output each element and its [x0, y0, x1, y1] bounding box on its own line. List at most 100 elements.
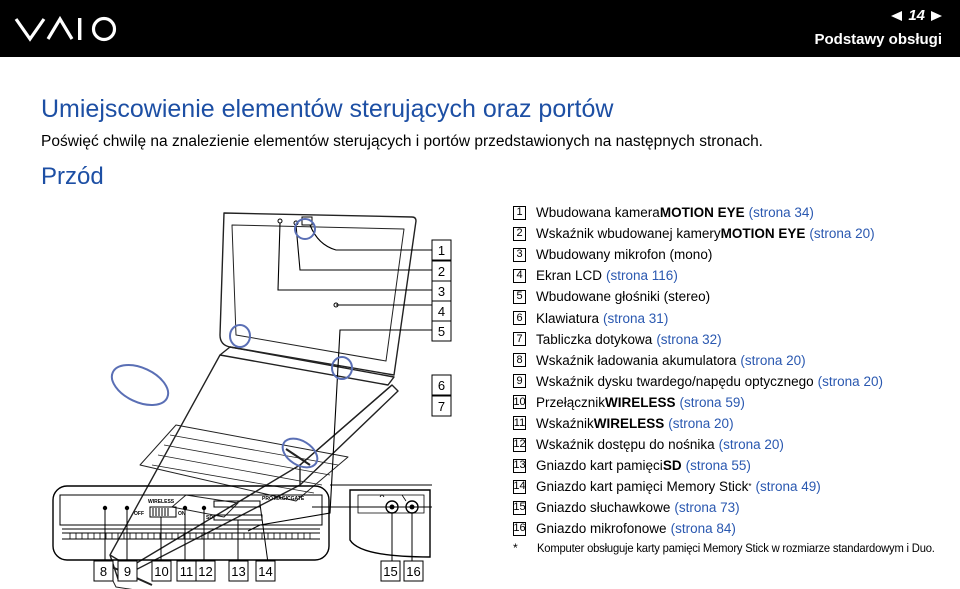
svg-text:8: 8 — [100, 564, 107, 579]
legend-page-link[interactable]: (strona 20) — [740, 352, 806, 368]
legend-page-link[interactable]: (strona 59) — [679, 394, 745, 410]
svg-text:9: 9 — [124, 564, 131, 579]
callout-13: 13 — [228, 560, 249, 582]
legend-page-link[interactable]: (strona 73) — [674, 500, 740, 516]
legend-page-link[interactable]: (strona 20) — [809, 226, 875, 242]
legend-page-link[interactable]: (strona 20) — [817, 373, 883, 389]
callout-4: 4 — [431, 300, 452, 322]
callout-11: 11 — [176, 560, 197, 582]
section-title: Podstawy obsługi — [814, 31, 942, 48]
svg-text:7: 7 — [438, 399, 445, 414]
legend-page-link[interactable]: (strona 32) — [656, 331, 722, 347]
legend-number-box: 1 — [513, 205, 526, 220]
legend-number-box: 12 — [513, 437, 526, 452]
legend-item: 6 Klawiatura(strona 31) — [513, 307, 953, 328]
legend-number-box: 4 — [513, 268, 526, 283]
legend-item: 8 Wskaźnik ładowania akumulatora(strona 2… — [513, 350, 953, 371]
svg-text:SD: SD — [206, 515, 213, 521]
legend-page-link[interactable]: (strona 84) — [670, 521, 736, 537]
laptop-lid — [219, 212, 417, 376]
legend-bold-text: MOTION EYE — [659, 205, 745, 221]
legend-item: 7 Tabliczka dotykowa(strona 32) — [513, 329, 953, 350]
legend-number-box: 15 — [513, 500, 526, 515]
intro-text: Poświęć chwilę na znalezienie elementów … — [41, 133, 763, 150]
svg-text:12: 12 — [198, 564, 212, 579]
legend-number-box: 8 — [513, 353, 526, 368]
legend-text: Gniazdo kart pamięci — [536, 458, 663, 474]
callout-6: 6 — [431, 374, 452, 396]
svg-text:OFF: OFF — [134, 511, 144, 517]
previous-page-icon[interactable] — [891, 10, 903, 21]
legend-text: Wskaźnik ładowania akumulatora — [536, 352, 737, 368]
legend-number-box: 6 — [513, 311, 526, 326]
legend-number-box: 3 — [513, 247, 526, 262]
vaio-logo — [14, 15, 117, 42]
lcd-screen — [231, 224, 405, 362]
legend-text: Tabliczka dotykowa — [536, 331, 653, 347]
legend-number-box: 10 — [513, 395, 526, 410]
legend-number-box: 11 — [513, 416, 526, 431]
svg-text:WIRELESS: WIRELESS — [148, 499, 175, 505]
legend-page-link[interactable]: (strona 49) — [755, 479, 821, 495]
callout-3: 3 — [431, 280, 452, 302]
svg-text:2: 2 — [438, 264, 445, 279]
legend-text: Gniazdo kart pamięci Memory Stick — [536, 479, 749, 495]
next-page-icon[interactable] — [931, 10, 942, 21]
svg-text:1: 1 — [438, 243, 445, 258]
callout-7: 7 — [431, 395, 452, 417]
page-title: Umiejscowienie elementów sterujących ora… — [41, 95, 614, 123]
legend-text: Wskaźnik — [536, 415, 594, 431]
svg-text:PRO: PRO — [262, 496, 273, 502]
callout-14: 14 — [255, 560, 276, 582]
legend-text: Wbudowane głośniki (stereo) — [536, 289, 711, 305]
svg-text:11: 11 — [180, 564, 194, 579]
legend-bold-text: SD — [662, 458, 682, 474]
legend-text: Wskaźnik wbudowanej kamery — [536, 226, 721, 242]
legend-page-link[interactable]: (strona 31) — [603, 310, 669, 326]
svg-text:16: 16 — [406, 564, 420, 579]
page-number: 14 — [908, 7, 925, 24]
legend-page-link[interactable]: (strona 34) — [748, 205, 814, 221]
touchpad — [171, 494, 239, 518]
legend-page-link[interactable]: (strona 116) — [606, 268, 678, 284]
legend-item: 2 Wskaźnik wbudowanej kamery MOTION EYE(s… — [513, 223, 953, 244]
legend-text: Klawiatura — [536, 310, 600, 326]
legend-page-link[interactable]: (strona 55) — [685, 458, 751, 474]
front-panel-detail: WIRELESS OFF ON SD PRO MAGICGATE — [52, 485, 330, 564]
footnote-mark: * — [513, 541, 518, 555]
callout-10: 10 — [151, 560, 172, 582]
legend-bold-text: WIRELESS — [605, 394, 676, 410]
svg-text:4: 4 — [438, 304, 445, 319]
legend-text: Gniazdo mikrofonowe — [536, 521, 667, 537]
legend-number-box: 7 — [513, 332, 526, 347]
legend-item: 16 Gniazdo mikrofonowe(strona 84) — [513, 518, 953, 539]
svg-text:15: 15 — [383, 564, 397, 579]
callout-2: 2 — [431, 260, 452, 282]
legend-item: 15 Gniazdo słuchawkowe(strona 73) — [513, 497, 953, 518]
legend-page-link[interactable]: (strona 20) — [668, 415, 734, 431]
legend-text: Wbudowana kamera — [536, 205, 660, 221]
legend-page-link[interactable]: (strona 20) — [718, 437, 784, 453]
legend-number-box: 2 — [513, 226, 526, 241]
callout-5: 5 — [431, 320, 452, 342]
legend-bold-text: MOTION EYE — [720, 226, 806, 242]
callout-15: 15 — [380, 560, 401, 582]
legend-text: Wbudowany mikrofon (mono) — [536, 247, 713, 263]
side-jack-detail — [349, 489, 431, 563]
legend-item: 3 Wbudowany mikrofon (mono) — [513, 244, 953, 265]
keyboard — [139, 424, 349, 502]
legend-number-box: 16 — [513, 521, 526, 536]
legend-text: Wskaźnik dysku twardego/napędu optyczneg… — [536, 373, 814, 389]
legend-text: Gniazdo słuchawkowe — [536, 500, 671, 516]
page-header: 14 Podstawy obsługi — [0, 0, 960, 57]
legend-item: 1 Wbudowana kamera MOTION EYE(strona 34) — [513, 202, 953, 223]
svg-text:5: 5 — [438, 324, 445, 339]
callout-12: 12 — [195, 560, 216, 582]
legend-footnote-mark: * — [748, 482, 752, 492]
